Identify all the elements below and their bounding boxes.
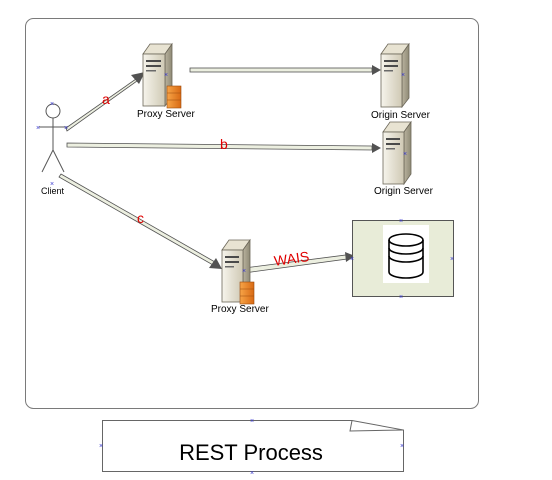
svg-text:×: × [350, 256, 354, 263]
svg-text:×: × [403, 151, 407, 158]
database-icon [388, 233, 424, 279]
svg-text:×: × [399, 218, 403, 225]
diagram-frame [25, 18, 479, 409]
svg-text:×: × [399, 294, 403, 301]
arrow-label-b: b [220, 136, 228, 152]
arrow-client-to-origin-mid [66, 142, 381, 153]
arrow-label-a: a [102, 91, 110, 107]
svg-text:×: × [250, 418, 254, 425]
svg-text:×: × [64, 125, 68, 132]
svg-text:×: × [50, 181, 54, 188]
caption-box: × × × × [99, 418, 404, 477]
proxy-server-top-icon[interactable]: × [142, 42, 182, 109]
svg-text:×: × [401, 72, 405, 79]
origin-server-mid-label: Origin Server [374, 186, 433, 197]
arrow-proxy-to-origin-top [189, 65, 381, 75]
arrow-client-to-proxy-bottom [58, 173, 222, 269]
svg-text:×: × [36, 125, 40, 132]
wais-database-box[interactable]: × × × × [350, 218, 454, 301]
origin-server-top-icon[interactable]: × [380, 42, 410, 109]
proxy-server-bottom-icon[interactable]: × [221, 238, 255, 305]
origin-server-top-label: Origin Server [371, 110, 430, 121]
client-label: Client [41, 186, 65, 196]
svg-text:×: × [250, 470, 254, 477]
origin-server-mid-icon[interactable]: × [382, 120, 412, 186]
client-actor-icon[interactable] [39, 103, 67, 173]
arrow-label-c: c [137, 210, 144, 226]
arrow-client-to-proxy-top [65, 72, 145, 132]
client-selection-handles: × × × × [36, 101, 68, 188]
caption-title: REST Process [179, 440, 323, 465]
svg-text:×: × [450, 256, 454, 263]
proxy-server-bottom-label: Proxy Server [211, 304, 269, 315]
svg-text:×: × [242, 268, 246, 275]
svg-text:×: × [164, 72, 168, 79]
svg-text:×: × [400, 443, 404, 450]
svg-text:×: × [50, 101, 54, 108]
proxy-server-top-label: Proxy Server [137, 109, 195, 120]
svg-text:×: × [99, 443, 103, 450]
